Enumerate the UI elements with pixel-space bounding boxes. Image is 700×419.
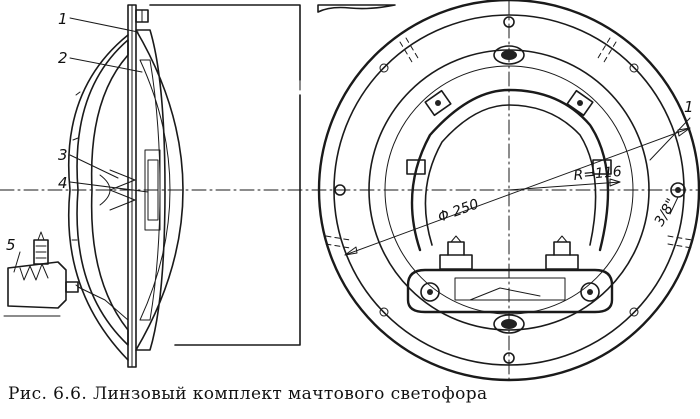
bolt-hole-left <box>334 184 346 196</box>
diameter-label: Φ 250 <box>436 196 481 225</box>
lens-body <box>135 29 184 351</box>
lens-inner-rings <box>139 59 171 321</box>
callout-5: 5 <box>6 236 16 254</box>
rim-studs <box>325 37 693 249</box>
visor-fragment <box>317 4 396 13</box>
callout-1: 1 <box>58 10 68 28</box>
lamp-holder <box>406 235 614 314</box>
callout-4: 4 <box>58 174 68 192</box>
dimension-lines <box>344 117 691 256</box>
lamp-socket <box>3 231 129 321</box>
callout-front-1: 1 <box>684 98 694 116</box>
reflector-shell <box>67 34 129 361</box>
bottom-fastener <box>493 314 525 364</box>
radius-label: R=116 <box>573 164 622 184</box>
figure-caption: Рис. 6.6. Линзовый комплект мачтового св… <box>8 384 488 404</box>
side-section-view: 1 2 3 4 5 <box>3 4 301 368</box>
callout-2: 2 <box>58 49 68 67</box>
bracket-ring <box>410 88 610 252</box>
side-view-callouts: 1 2 3 4 5 <box>6 10 149 273</box>
hood-outline <box>149 4 301 346</box>
callout-3: 3 <box>58 146 68 164</box>
top-fastener <box>493 16 525 65</box>
reflector-body <box>76 39 129 346</box>
